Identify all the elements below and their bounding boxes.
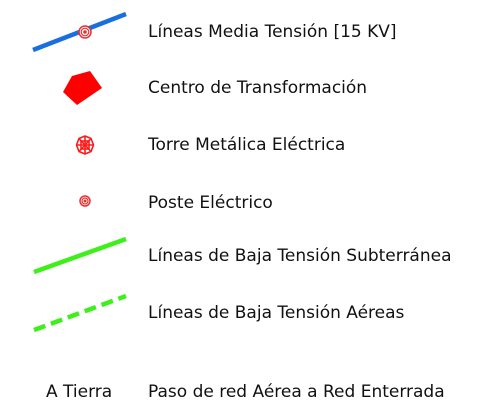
legend-item-lv-underground: Líneas de Baja Tensión Subterránea bbox=[0, 236, 485, 276]
legend-item-metal-tower: Torre Metálica Eléctrica bbox=[0, 126, 485, 166]
lv-underground-line-icon bbox=[33, 236, 127, 275]
metal-tower-icon bbox=[75, 135, 95, 155]
mv-line-with-post-icon bbox=[32, 12, 127, 52]
legend-label: Torre Metálica Eléctrica bbox=[148, 135, 346, 155]
legend-label: Centro de Transformación bbox=[148, 78, 368, 98]
legend-label: Líneas de Baja Tensión Aéreas bbox=[148, 303, 405, 323]
legend-item-mv-line: Líneas Media Tensión [15 KV] bbox=[0, 12, 485, 52]
legend-label: Paso de red Aérea a Red Enterrada bbox=[148, 382, 445, 402]
legend-label: Líneas de Baja Tensión Subterránea bbox=[148, 246, 452, 266]
legend-item-lv-aerial: Líneas de Baja Tensión Aéreas bbox=[0, 294, 485, 334]
transformer-center-icon bbox=[63, 71, 102, 105]
legend-item-electric-post: Poste Eléctrico bbox=[0, 182, 485, 222]
legend-label: Poste Eléctrico bbox=[148, 193, 273, 213]
legend-item-transformer: Centro de Transformación bbox=[0, 68, 485, 108]
legend-label: Líneas Media Tensión [15 KV] bbox=[148, 22, 397, 42]
lv-aerial-line-icon bbox=[33, 294, 127, 333]
legend-item-ground-transition: A Tierra Paso de red Aérea a Red Enterra… bbox=[0, 372, 485, 412]
electric-post-icon bbox=[79, 195, 91, 207]
ground-transition-text: A Tierra bbox=[46, 382, 113, 402]
